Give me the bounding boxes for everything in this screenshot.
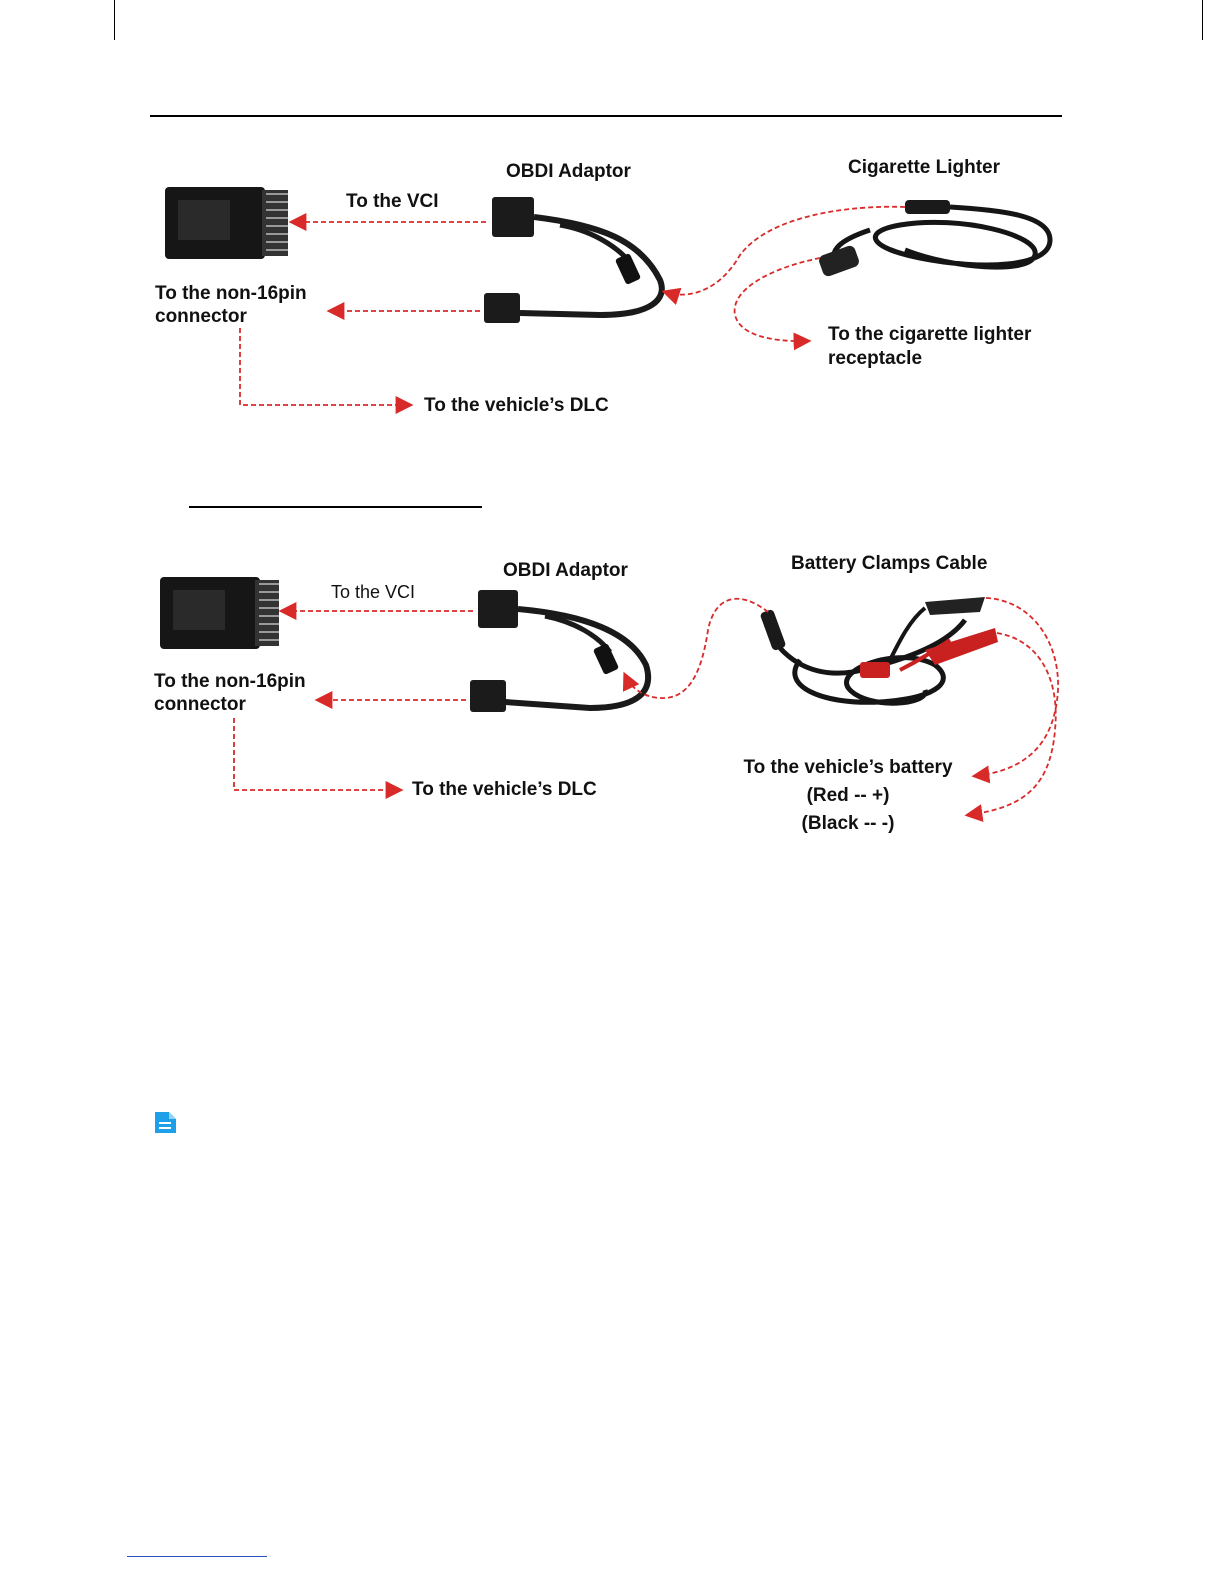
d2-to-vci-label: To the VCI [331,580,415,604]
d1-receptacle-label-line2: receptacle [828,347,922,371]
d2-non16pin-label-line2: connector [154,693,246,717]
d1-non16pin-label-line1: To the non-16pin [155,282,307,306]
d1-power-title: Cigarette Lighter [848,156,1000,180]
cigarette-lighter-cable-image [817,200,1050,278]
d1-non16pin-label-line2: connector [155,305,247,329]
page-edge-top-left [114,0,115,40]
d1-to-vci-label: To the VCI [346,190,439,214]
obdi-adaptor-image [484,197,662,323]
d2-battery-label-line2: (Red -- +) [718,784,978,808]
d2-battery-label-line3: (Black -- -) [718,812,978,836]
footer-link-underline[interactable] [127,1556,267,1557]
page-edge-top-right [1202,0,1203,40]
header-rule [150,115,1062,117]
d1-to-dlc-label: To the vehicle’s DLC [424,394,609,418]
non16pin-connector-image [160,577,279,649]
d2-adaptor-title: OBDI Adaptor [503,559,628,583]
note-document-icon [153,1110,178,1135]
non16pin-connector-image [165,187,288,259]
section-heading-underline [189,506,482,508]
d2-non16pin-label-line1: To the non-16pin [154,670,306,694]
d2-power-title: Battery Clamps Cable [791,552,987,576]
obdi-adaptor-image [470,590,648,712]
battery-clamps-cable-image [760,597,998,703]
d1-receptacle-label-line1: To the cigarette lighter [828,323,1031,347]
d2-to-dlc-label: To the vehicle’s DLC [412,778,597,802]
d2-battery-label-line1: To the vehicle’s battery [718,756,978,780]
d1-adaptor-title: OBDI Adaptor [506,160,631,184]
